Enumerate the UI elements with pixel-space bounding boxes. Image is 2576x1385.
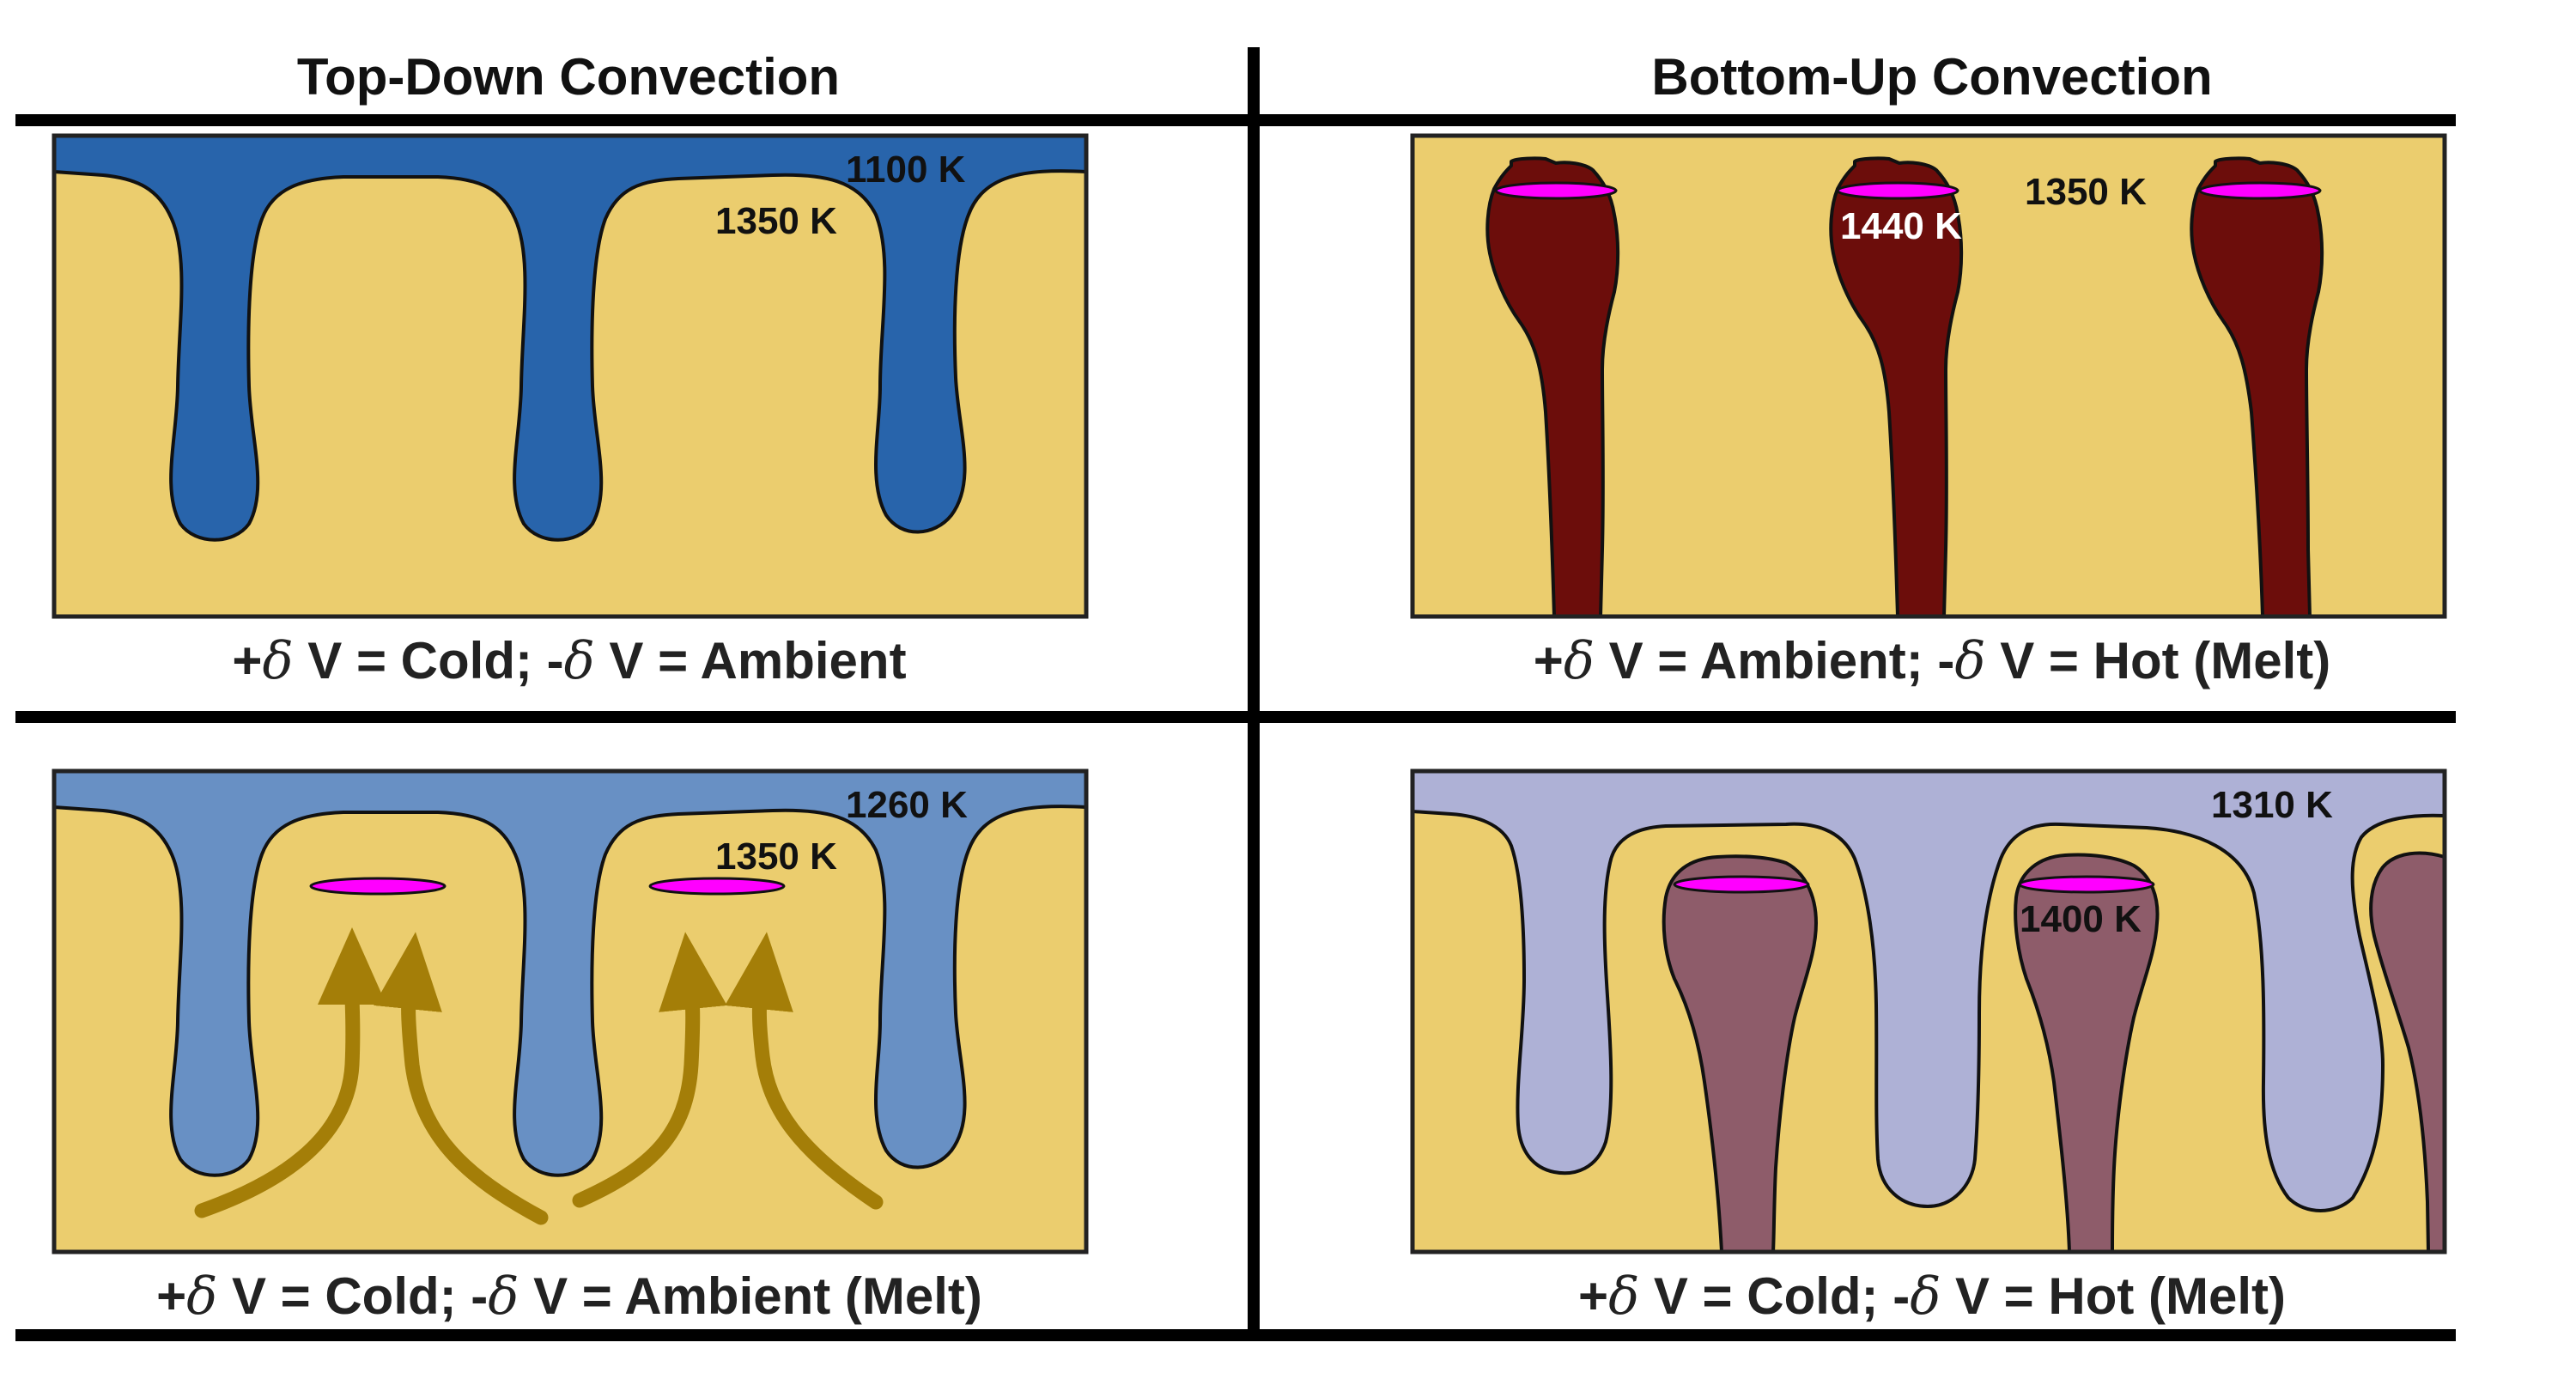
- upwelling-arrow: [572, 932, 727, 1208]
- caption-top-down-upper: +δ V = Cold; -δ V = Ambient: [232, 631, 906, 691]
- upwelling-arrows: [194, 927, 884, 1225]
- panel-bottom-up-lower: 1310 K 1400 K +δ V = Cold; -δ V = Hot (M…: [1410, 768, 2447, 1327]
- temp-label-1440: 1440 K: [1840, 205, 1962, 247]
- temp-label-1260: 1260 K: [846, 784, 968, 826]
- panel-frame: [1410, 133, 2447, 619]
- temp-label-1400: 1400 K: [2020, 898, 2142, 940]
- cold-downwelling-layer: [52, 134, 1088, 542]
- caption-bottom-up-upper: +δ V = Ambient; -δ V = Hot (Melt): [1534, 631, 2330, 691]
- hot-plume: [1829, 156, 1964, 618]
- melt-lens: [1673, 875, 1810, 894]
- caption-top-down-lower: +δ V = Cold; -δ V = Ambient (Melt): [156, 1267, 982, 1327]
- melt-lens: [2198, 181, 2322, 200]
- panel-frame: [1410, 768, 2447, 1254]
- melt-lens: [309, 877, 447, 896]
- cold-downwelling-layer: [1411, 769, 2446, 1212]
- panel-top-down-lower: 1260 K 1350 K +δ V = Cold; -δ V = Ambien…: [52, 768, 1089, 1327]
- hot-plume: [2369, 851, 2446, 1254]
- melt-lens: [1494, 181, 1618, 200]
- melt-lens: [2018, 875, 2155, 894]
- upwelling-arrow: [374, 932, 549, 1225]
- hot-plume: [2190, 156, 2324, 618]
- header-bottom-up: Bottom-Up Convection: [1651, 48, 2212, 106]
- header-top-down: Top-Down Convection: [297, 48, 840, 106]
- hot-plume: [1485, 156, 1620, 618]
- panel-bottom-up-upper: 1350 K 1440 K +δ V = Ambient; -δ V = Hot…: [1410, 133, 2447, 691]
- panel-frame: [52, 133, 1089, 619]
- melt-lens: [648, 877, 786, 896]
- panel-top-down-upper: 1100 K 1350 K +δ V = Cold; -δ V = Ambien…: [52, 133, 1089, 691]
- temp-label-1350: 1350 K: [715, 835, 837, 878]
- temp-label-1100: 1100 K: [846, 149, 966, 191]
- hot-plume: [2014, 853, 2160, 1254]
- upwelling-arrow: [725, 932, 884, 1210]
- panel-frame: [52, 768, 1089, 1254]
- temp-label-1350: 1350 K: [715, 200, 837, 242]
- hot-plume: [1662, 854, 1818, 1254]
- caption-bottom-up-lower: +δ V = Cold; -δ V = Hot (Melt): [1578, 1267, 2286, 1327]
- temp-label-1310: 1310 K: [2211, 784, 2333, 826]
- upwelling-arrow: [194, 927, 387, 1218]
- temp-label-1350: 1350 K: [2025, 171, 2147, 213]
- melt-lens: [1836, 181, 1959, 200]
- cold-downwelling-layer: [52, 769, 1088, 1177]
